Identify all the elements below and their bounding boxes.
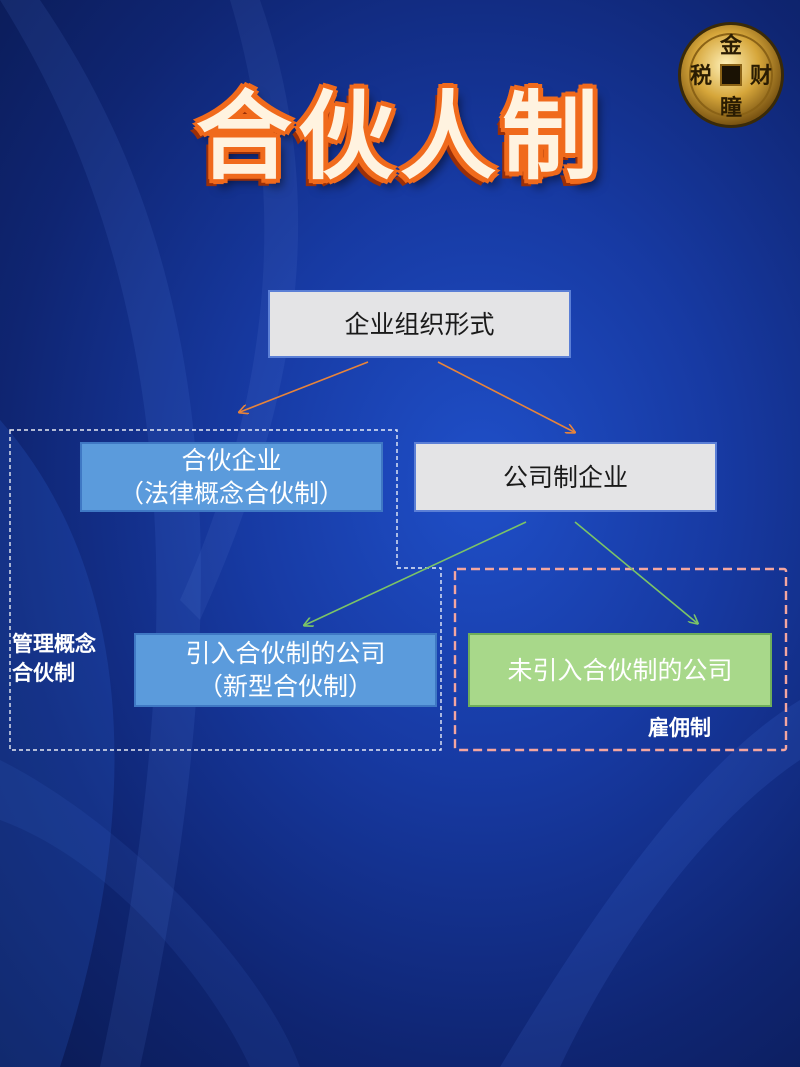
management-label-line2: 合伙制 — [12, 661, 75, 685]
node-company-without-partnership: 未引入合伙制的公司 — [468, 633, 772, 707]
coin-char-right: 财 — [750, 63, 772, 89]
employment-group-label: 雇佣制 — [648, 716, 711, 740]
node-partnership-enterprise: 合伙企业 （法律概念合伙制） — [80, 442, 383, 512]
coin-logo-icon: 金 税 财 瞳 — [678, 22, 784, 128]
node-corporate-enterprise: 公司制企业 — [414, 442, 717, 512]
node-enterprise-forms-label: 企业组织形式 — [344, 309, 495, 339]
page-title: 合伙人制 — [196, 81, 604, 193]
management-group-label: 管理概念 合伙制 — [12, 630, 96, 688]
node-without-partner-label: 未引入合伙制的公司 — [507, 655, 733, 685]
node-enterprise-forms: 企业组织形式 — [268, 290, 571, 358]
coin-char-left: 税 — [690, 63, 712, 89]
node-corporate-label: 公司制企业 — [502, 462, 628, 492]
management-label-line1: 管理概念 — [12, 632, 96, 656]
node-partnership-line2: （法律概念合伙制） — [118, 479, 344, 508]
coin-char-top: 金 — [719, 33, 743, 59]
node-with-partner-line1: 引入合伙制的公司 — [185, 639, 386, 668]
node-company-with-partnership: 引入合伙制的公司 （新型合伙制） — [134, 633, 437, 707]
node-partnership-line1: 合伙企业 — [181, 446, 282, 475]
node-with-partner-line2: （新型合伙制） — [197, 672, 373, 701]
brand-logo: 金 税 财 瞳 — [676, 20, 786, 130]
coin-char-bottom: 瞳 — [720, 95, 742, 121]
